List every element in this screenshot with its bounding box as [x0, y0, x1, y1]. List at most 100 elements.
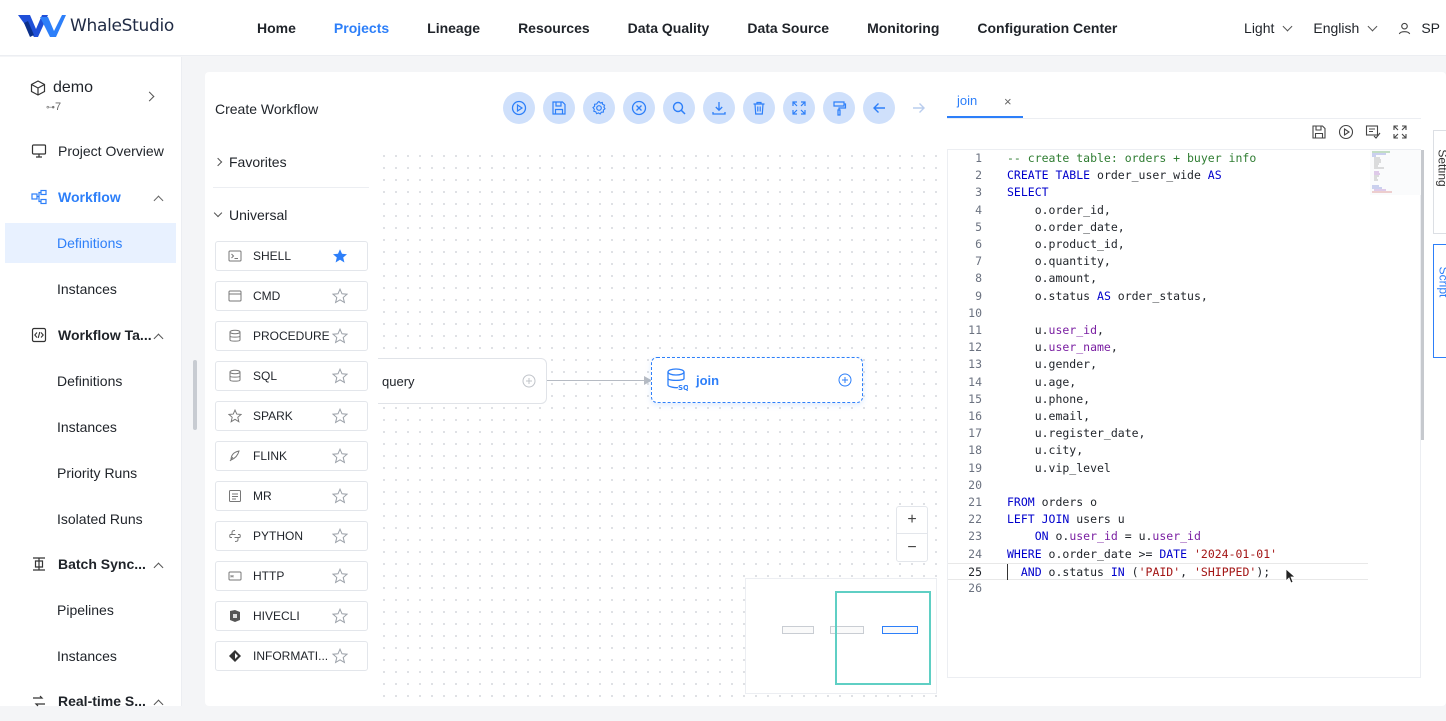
- redo-button[interactable]: [903, 92, 935, 124]
- minimap-node: [782, 626, 814, 634]
- star-icon[interactable]: [332, 528, 348, 544]
- editor-scrollbar[interactable]: [1421, 150, 1424, 440]
- task-label: FLINK: [253, 449, 288, 463]
- fullscreen-icon[interactable]: [1392, 124, 1408, 140]
- project-selector[interactable]: demo ⊶7: [30, 79, 93, 113]
- plus-circle-icon[interactable]: [838, 373, 852, 387]
- sidebar-item-isolated-runs[interactable]: Isolated Runs: [57, 511, 143, 527]
- sidebar-item-batch-instances[interactable]: Instances: [57, 648, 117, 664]
- python-icon: [229, 530, 241, 542]
- workflow-count-icon: ⊶: [46, 102, 55, 112]
- tab-join[interactable]: join ×: [947, 84, 1023, 118]
- task-cmd[interactable]: CMD: [215, 281, 368, 311]
- project-name: demo: [53, 79, 94, 96]
- task-label: HTTP: [253, 569, 285, 583]
- settings-button[interactable]: [583, 92, 615, 124]
- universal-section[interactable]: Universal: [213, 207, 287, 223]
- theme-dropdown[interactable]: Light: [1244, 20, 1293, 36]
- top-bar: WhaleStudio Home Projects Lineage Resour…: [0, 0, 1446, 56]
- task-spark[interactable]: SPARK: [215, 401, 368, 431]
- code-line: 17 u.register_date,: [968, 426, 1146, 441]
- tab-script[interactable]: Script: [1433, 244, 1446, 358]
- sidebar-item-workflow-instances[interactable]: Instances: [57, 281, 117, 297]
- plus-circle-icon[interactable]: [522, 374, 536, 388]
- nav-lineage[interactable]: Lineage: [427, 20, 481, 36]
- sidebar-item-task-instances[interactable]: Instances: [57, 419, 117, 435]
- star-icon[interactable]: [332, 288, 348, 304]
- trash-icon: [753, 101, 765, 115]
- sidebar-item-pipelines[interactable]: Pipelines: [57, 602, 114, 618]
- sidebar-group-label: Workflow: [58, 189, 121, 205]
- sidebar-group-workflow[interactable]: Workflow: [0, 177, 182, 217]
- zoom-out-button[interactable]: −: [907, 538, 917, 556]
- close-icon[interactable]: ×: [1004, 94, 1012, 109]
- star-icon[interactable]: [332, 328, 348, 344]
- sidebar-item-project-overview[interactable]: Project Overview: [0, 131, 182, 171]
- format-icon[interactable]: [1365, 124, 1381, 140]
- canvas-minimap[interactable]: [745, 578, 937, 694]
- fullscreen-button[interactable]: [783, 92, 815, 124]
- nav-data-quality[interactable]: Data Quality: [627, 20, 710, 36]
- star-icon[interactable]: [332, 608, 348, 624]
- undo-button[interactable]: [863, 92, 895, 124]
- minimap-viewport[interactable]: [835, 591, 931, 685]
- editor-actions: [1311, 124, 1408, 140]
- sidebar-item-task-definitions[interactable]: Definitions: [57, 373, 123, 389]
- star-icon[interactable]: [332, 568, 348, 584]
- nav-monitoring[interactable]: Monitoring: [867, 20, 940, 36]
- language-dropdown[interactable]: English: [1313, 20, 1378, 36]
- star-icon[interactable]: [332, 368, 348, 384]
- sidebar-group-workflow-tasks[interactable]: Workflow Ta...: [0, 315, 182, 355]
- task-http[interactable]: HTTP: [215, 561, 368, 591]
- logo[interactable]: WhaleStudio: [18, 13, 174, 39]
- nav-projects[interactable]: Projects: [333, 20, 390, 36]
- sidebar-group-batch-sync[interactable]: Batch Sync...: [0, 544, 182, 584]
- sidebar-item-workflow-definitions[interactable]: Definitions: [5, 223, 176, 263]
- star-icon[interactable]: [332, 488, 348, 504]
- download-icon: [712, 102, 726, 115]
- format-button[interactable]: [823, 92, 855, 124]
- star-icon[interactable]: [332, 408, 348, 424]
- task-flink[interactable]: FLINK: [215, 441, 368, 471]
- code-minimap[interactable]: [1370, 150, 1422, 195]
- task-mr[interactable]: MR: [215, 481, 368, 511]
- dag-node-join[interactable]: SQL join: [651, 357, 863, 403]
- task-hivecli[interactable]: HIVECLI: [215, 601, 368, 631]
- star-icon[interactable]: [332, 648, 348, 664]
- close-button[interactable]: [623, 92, 655, 124]
- sidebar-item-label: Project Overview: [58, 143, 164, 159]
- task-sql[interactable]: SQL: [215, 361, 368, 391]
- search-button[interactable]: [663, 92, 695, 124]
- chevron-right-icon[interactable]: [144, 91, 155, 102]
- task-shell[interactable]: SHELL: [215, 241, 368, 271]
- sidebar-item-priority-runs[interactable]: Priority Runs: [57, 465, 138, 481]
- favorites-section[interactable]: Favorites: [213, 154, 287, 170]
- nav-home[interactable]: Home: [257, 20, 296, 36]
- star-filled-icon[interactable]: [332, 248, 348, 264]
- save-button[interactable]: [543, 92, 575, 124]
- nav-data-source[interactable]: Data Source: [747, 20, 830, 36]
- user-menu[interactable]: SP: [1398, 20, 1440, 36]
- run-button[interactable]: [503, 92, 535, 124]
- nav-configuration-center[interactable]: Configuration Center: [977, 20, 1118, 36]
- workflow-count: 7: [55, 101, 62, 113]
- save-icon[interactable]: [1311, 124, 1327, 140]
- nav-resources[interactable]: Resources: [518, 20, 590, 36]
- dag-node-query[interactable]: query: [378, 358, 547, 404]
- play-icon[interactable]: [1338, 124, 1354, 140]
- task-informatica[interactable]: INFORMATI...: [215, 641, 368, 671]
- delete-button[interactable]: [743, 92, 775, 124]
- download-button[interactable]: [703, 92, 735, 124]
- star-icon[interactable]: [332, 448, 348, 464]
- sidebar-scrollbar[interactable]: [193, 360, 197, 430]
- cube-icon: [30, 80, 46, 96]
- task-python[interactable]: PYTHON: [215, 521, 368, 551]
- task-procedure[interactable]: PROCEDURE: [215, 321, 368, 351]
- tab-setting[interactable]: Setting: [1433, 130, 1446, 234]
- zoom-in-button[interactable]: +: [897, 507, 927, 534]
- task-label: SQL: [253, 369, 278, 383]
- sidebar-group-realtime[interactable]: Real-time S...: [0, 681, 182, 721]
- monitor-icon: [31, 144, 47, 158]
- app-name: WhaleStudio: [70, 16, 175, 36]
